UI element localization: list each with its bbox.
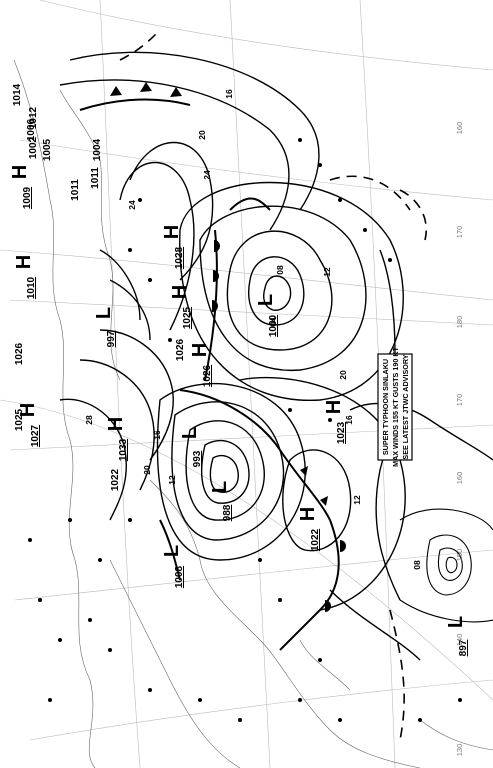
pressure-centers: H1028H1025H1026H1023H1022H1033H1027L1000…	[9, 165, 469, 657]
low-993-symbol: L	[179, 427, 201, 439]
longitude-label-1: 170	[455, 226, 464, 239]
isobar-label-7: 16	[344, 415, 354, 425]
edge-label-11: 1026	[175, 338, 186, 361]
high-1023-symbol: H	[323, 400, 345, 414]
isobar-label-10: 24	[127, 200, 137, 210]
high-1027-symbol: H	[17, 403, 39, 417]
longitude-label-2: 180	[455, 316, 464, 329]
typhoon-advisory-box: SUPER TYPHOON SINLAKU MAX WINDS 155 KT G…	[377, 346, 413, 467]
low-997-symbol: L	[93, 307, 115, 319]
isobar-label-11: 28	[84, 415, 94, 425]
high-1026-symbol: H	[189, 343, 211, 357]
low-1008-symbol: L	[161, 545, 183, 557]
high-1010-value: 1010	[26, 276, 37, 299]
low-1000-symbol: L	[255, 294, 277, 306]
longitude-labels: 160 170 180 170 160 150 140 130	[455, 122, 464, 757]
high-1033-symbol: H	[105, 417, 127, 431]
high-1033-value: 1033	[118, 438, 129, 461]
high-1028-value: 1028	[174, 246, 185, 269]
station-plots	[28, 138, 462, 722]
high-1026-value: 1026	[202, 364, 213, 387]
low-897-symbol: L	[445, 616, 467, 628]
isobar-label-13: 16	[152, 430, 162, 440]
occluded-front-semicircles	[325, 540, 346, 612]
isobar-label-14: 12	[167, 475, 177, 485]
low-993-value: 993	[192, 450, 203, 467]
low-988-value: 988	[222, 504, 233, 521]
low-897-value: 897	[458, 639, 469, 656]
longitude-label-3: 170	[455, 394, 464, 407]
low-1000-value: 1000	[268, 314, 279, 337]
warm-front-semicircles	[212, 240, 220, 312]
advisory-line-1: SUPER TYPHOON SINLAKU	[381, 359, 390, 455]
edge-label-8: 1026	[14, 342, 25, 365]
isobar-label-12: 20	[142, 465, 152, 475]
edge-label-2: 1006	[26, 118, 37, 141]
edge-label-6: 1011	[90, 167, 101, 189]
high-1027-value: 1027	[30, 424, 41, 447]
high-1025-value: 1025	[182, 306, 193, 329]
isobar-label-8: 12	[352, 495, 362, 505]
longitude-label-5: 150	[455, 549, 464, 562]
high-1009-value: 1009	[22, 186, 33, 209]
high-1022-east-value: 1022	[310, 528, 321, 551]
high-1022-east-symbol: H	[297, 507, 319, 521]
edge-label-10: 1022	[110, 468, 121, 491]
cold-front-triangles-south	[300, 466, 328, 506]
edge-label-0: 1014	[12, 83, 23, 106]
advisory-frame	[377, 353, 413, 461]
isobar-label-1: 20	[197, 130, 207, 140]
isobar-label-3: 12	[322, 267, 332, 277]
high-1010-symbol: H	[13, 255, 35, 269]
edge-label-5: 1005	[42, 138, 53, 161]
isobar-value-labels: 16 20 24 12 08 04 20 16 12 08 24 28 20 16 12	[84, 89, 422, 570]
isobar-label-2: 24	[202, 170, 212, 180]
isobar-label-4: 08	[275, 265, 285, 275]
longitude-label-7: 130	[455, 744, 464, 757]
edge-label-4: 1004	[92, 138, 103, 161]
coastlines	[13, 59, 493, 768]
cold-front-triangles	[110, 82, 182, 97]
edge-label-1: 1012	[28, 106, 39, 129]
isobar-label-5: 04	[268, 317, 278, 327]
high-1023-value: 1023	[336, 421, 347, 444]
edge-label-9: 1025	[14, 408, 25, 431]
advisory-line-2: MAX WINDS 155 KT GUSTS 190 KT	[391, 346, 400, 466]
longitude-label-4: 160	[455, 472, 464, 485]
high-1009-symbol: H	[9, 165, 31, 179]
isobar-label-9: 08	[412, 560, 422, 570]
advisory-line-3: SEE LATEST JTWC ADVISORY	[401, 354, 410, 459]
high-1028-symbol: H	[161, 225, 183, 239]
high-1025-symbol: H	[169, 285, 191, 299]
low-997-value: 997	[106, 330, 117, 347]
low-988-symbol: L	[209, 481, 231, 493]
isobars	[59, 51, 493, 661]
longitude-label-6: 140	[455, 634, 464, 647]
fronts	[79, 29, 427, 741]
isobar-label-0: 16	[224, 89, 234, 99]
edge-label-7: 1011	[70, 179, 81, 201]
edge-label-3: 1002	[28, 136, 39, 159]
low-1008-value: 1008	[174, 565, 185, 588]
isobar-label-6: 20	[338, 370, 348, 380]
longitude-label-0: 160	[455, 122, 464, 135]
